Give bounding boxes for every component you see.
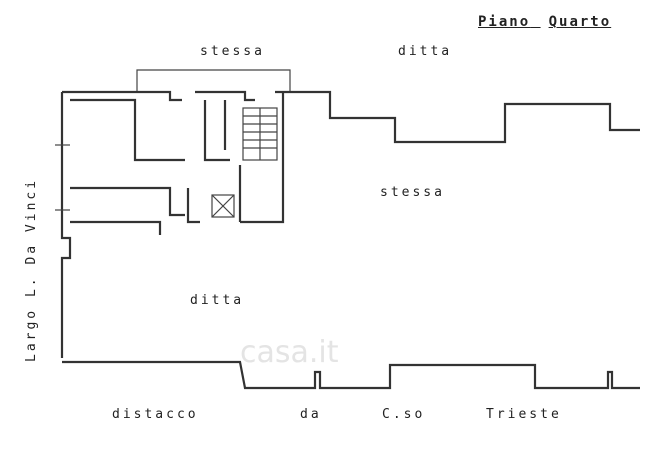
label-top-right: ditta	[398, 44, 453, 59]
label-bottom-da: da	[300, 407, 322, 422]
label-middle-right: stessa	[380, 185, 445, 200]
unit-partition-1	[203, 100, 230, 162]
unit-inner-left	[70, 98, 185, 162]
casa-it-watermark: casa.it	[240, 335, 339, 370]
unit-top-wall-2	[195, 90, 255, 102]
unit-inner-mid	[70, 186, 185, 217]
left-facade-wall	[60, 92, 72, 358]
elevator-shaft	[211, 194, 235, 218]
floor-title-piano: Piano	[478, 14, 531, 30]
floor-title-quarto: Quarto	[548, 14, 612, 30]
label-bottom-distacco: distacco	[112, 407, 199, 422]
label-middle-left: ditta	[190, 293, 245, 308]
label-top-left: stessa	[200, 44, 265, 59]
unit-right-wall	[240, 92, 285, 224]
label-bottom-cso: C.so	[382, 407, 426, 422]
top-right-boundary	[275, 90, 640, 144]
unit-bottom-wall	[70, 220, 162, 235]
floor-title: Piano Quarto	[478, 14, 611, 30]
label-left-street: Largo L. Da Vinci	[24, 177, 39, 362]
bottom-facade-wall	[62, 360, 640, 390]
label-bottom-trieste: Trieste	[486, 407, 562, 422]
staircase-steps	[243, 108, 277, 160]
elevator-cross-2	[211, 194, 235, 218]
unit-partition-3	[186, 188, 200, 224]
top-boundary-line	[136, 69, 291, 92]
unit-top-wall	[62, 90, 182, 102]
